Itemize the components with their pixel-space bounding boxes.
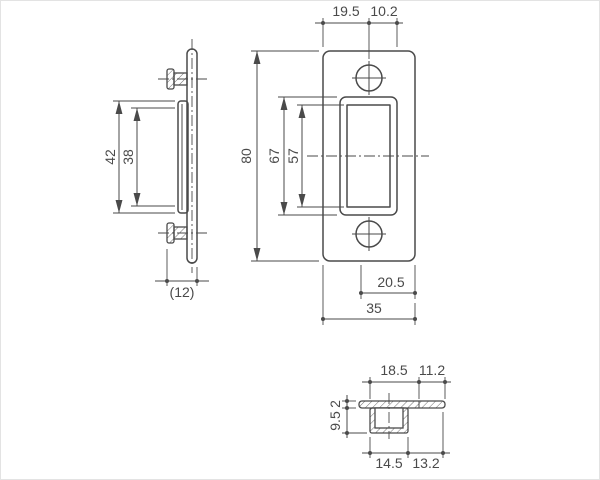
dim-dot [368,451,372,455]
dim-dot [345,399,349,403]
dim-side-inner-height: 38 [120,149,136,165]
dim-dot [441,451,445,455]
dim-dot [321,21,325,25]
dim-dot [321,317,325,321]
front-dimensions: 19.5 10.2 80 67 57 20.5 35 [238,3,417,325]
dim-front-top-right: 10.2 [370,3,397,19]
dim-bottom-top-left: 18.5 [380,362,407,378]
dim-dot [443,380,447,384]
dim-side-depth-ref: (12) [170,284,195,300]
side-view [158,39,207,273]
dim-front-boss-height: 67 [266,148,282,164]
dim-dot [417,380,421,384]
dim-dot [359,291,363,295]
dim-dot [413,291,417,295]
bottom-plate-section [358,400,446,409]
dim-dot [368,380,372,384]
dim-dot [413,317,417,321]
dim-bottom-top-right: 11.2 [419,362,445,378]
side-dimensions: 42 38 (12) [102,100,209,300]
dim-bottom-bottom-left: 14.5 [375,455,402,471]
dim-dot [406,451,410,455]
dim-dot [345,431,349,435]
dim-dot [195,279,199,283]
dim-bottom-pocket-depth: 9.5 [327,411,343,431]
dim-dot [395,21,399,25]
dim-front-slot-height: 57 [285,148,301,164]
dim-dot [367,21,371,25]
side-boss-outline [177,100,189,214]
dim-dot [345,406,349,410]
dim-bottom-bottom-right: 13.2 [412,455,439,471]
front-view [307,50,429,262]
dim-front-height: 80 [238,148,254,164]
dim-front-width: 35 [366,300,382,316]
dim-front-top-left: 19.5 [332,3,359,19]
dim-side-boss-height: 42 [102,149,118,165]
dim-dot [165,279,169,283]
bottom-view [358,393,446,439]
dim-bottom-plate-thickness: 2 [327,400,343,408]
dim-front-bottom-offset: 20.5 [377,274,404,290]
bottom-dimensions: 18.5 11.2 2 9.5 14.5 13.2 [327,362,451,471]
